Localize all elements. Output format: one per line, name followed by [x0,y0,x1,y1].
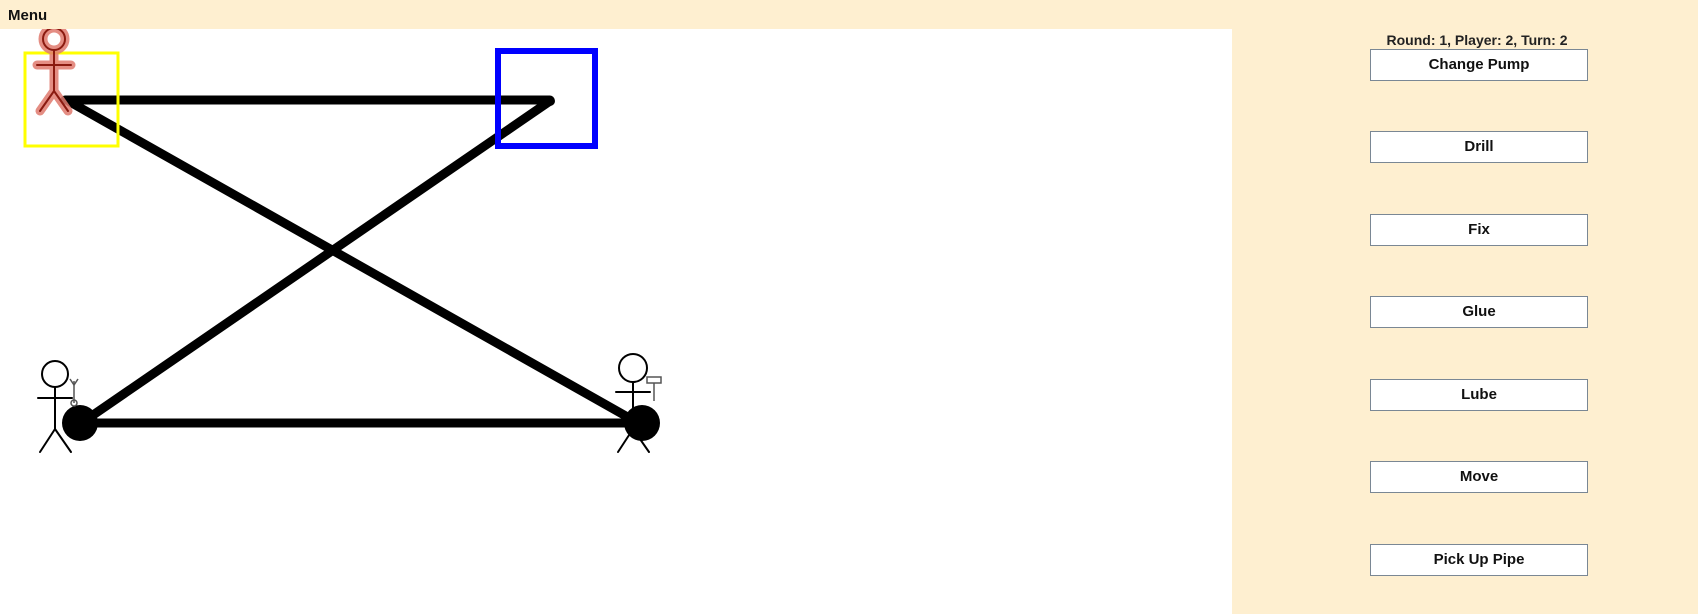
change-pump-button[interactable]: Change Pump [1370,49,1588,81]
action-panel: Round: 1, Player: 2, Turn: 2 Change Pump… [1232,29,1698,614]
game-status: Round: 1, Player: 2, Turn: 2 [1386,32,1568,48]
active-player-icon[interactable] [32,29,76,116]
board-canvas[interactable] [0,29,1232,614]
pick-up-pipe-button[interactable]: Pick Up Pipe [1370,544,1588,576]
menu-bar: Menu [0,0,1698,29]
yellow-selection-box[interactable] [23,51,120,148]
pump-node-bottom-left[interactable] [62,405,98,441]
lube-button[interactable]: Lube [1370,379,1588,411]
drill-button[interactable]: Drill [1370,131,1588,163]
pump-node-top-right[interactable] [545,96,555,106]
pipe-diagonal-down[interactable] [65,97,645,429]
wrench-icon [69,378,79,407]
pipe-diagonal-up[interactable] [75,96,555,429]
move-button[interactable]: Move [1370,461,1588,493]
plumber-player-icon[interactable] [37,360,73,453]
drill-icon [646,376,662,401]
menu-button[interactable]: Menu [8,7,48,24]
fix-button[interactable]: Fix [1370,214,1588,246]
blue-selection-box[interactable] [495,48,598,149]
saboteur-player-icon[interactable] [615,353,651,453]
game-board[interactable] [0,29,1232,614]
glue-button[interactable]: Glue [1370,296,1588,328]
